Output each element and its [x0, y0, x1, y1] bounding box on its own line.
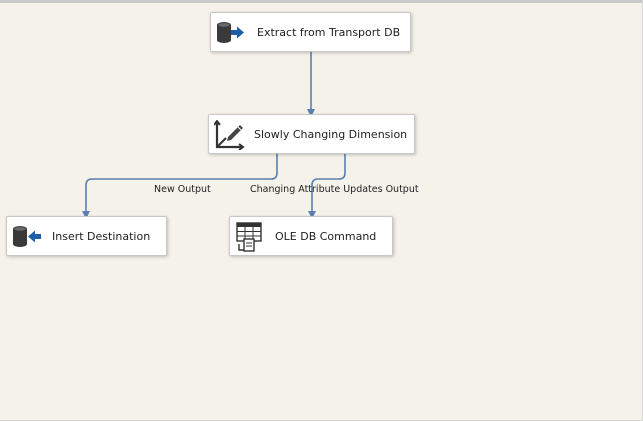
task-slowly-changing-dimension[interactable]: Slowly Changing Dimension: [208, 114, 415, 154]
canvas-top-border: [0, 0, 643, 3]
database-destination-icon: [13, 226, 41, 247]
task-label: Slowly Changing Dimension: [254, 128, 408, 141]
path-label-new-output: New Output: [154, 184, 211, 195]
task-label: Extract from Transport DB: [257, 26, 401, 39]
path-changing-attribute-output[interactable]: [308, 154, 346, 219]
path-new-output[interactable]: [82, 154, 278, 219]
task-insert-destination[interactable]: Insert Destination: [6, 216, 167, 256]
task-ole-db-command[interactable]: OLE DB Command: [229, 216, 393, 256]
task-label: Insert Destination: [52, 230, 151, 243]
slowly-changing-dimension-icon: [214, 120, 245, 150]
task-extract-from-transport-db[interactable]: Extract from Transport DB: [210, 12, 411, 52]
path-label-changing-attribute-updates-output: Changing Attribute Updates Output: [250, 184, 419, 195]
database-source-icon: [217, 22, 244, 43]
ole-db-command-icon: [236, 222, 262, 252]
task-label: OLE DB Command: [275, 230, 377, 243]
